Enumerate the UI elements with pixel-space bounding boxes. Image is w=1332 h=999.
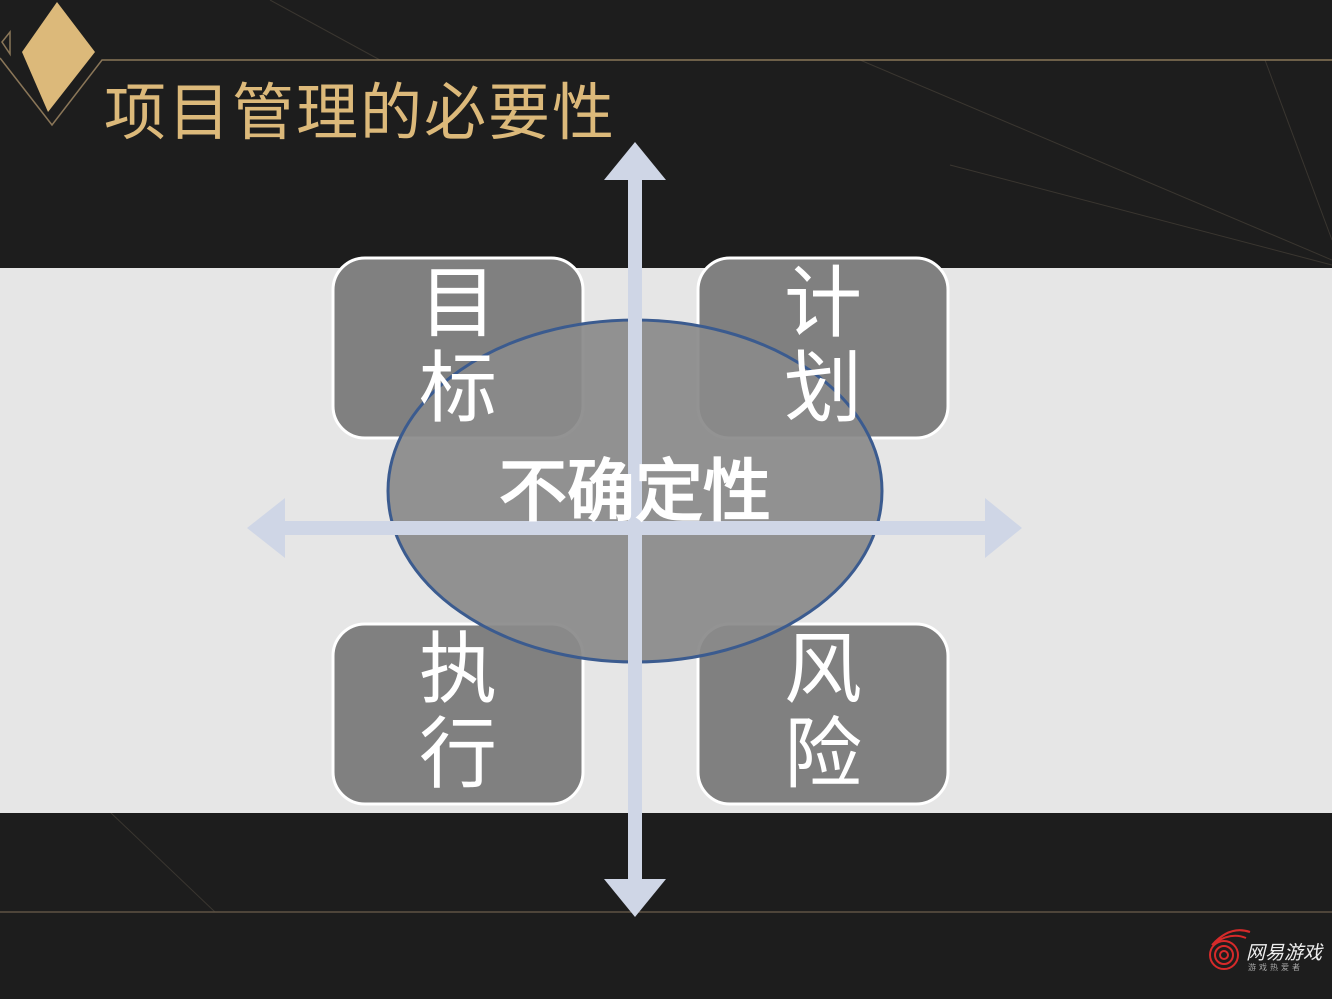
axes	[247, 142, 1022, 917]
quadrant-label: 目	[419, 259, 497, 349]
background-decoration	[109, 0, 1332, 913]
header-line	[0, 57, 1332, 127]
arrow-left-icon	[247, 498, 285, 558]
quadrant-execution: 执 行	[331, 622, 585, 806]
quadrant-label: 行	[419, 710, 497, 800]
small-triangle-icon	[1, 29, 11, 57]
quadrant-label: 风	[784, 625, 862, 715]
logo-name: 网易游戏	[1246, 942, 1323, 964]
slide-title: 项目管理的必要性	[104, 76, 617, 149]
quadrant-label: 执	[419, 625, 497, 715]
quadrant-label: 划	[784, 344, 862, 434]
arrow-up-icon	[604, 142, 666, 180]
arrow-right-icon	[985, 498, 1022, 558]
arrow-down-icon	[604, 879, 666, 917]
center-label: 不确定性	[499, 453, 771, 532]
quadrant-label: 险	[784, 710, 862, 800]
horizontal-axis	[280, 521, 990, 535]
quadrant-risk: 风 险	[696, 622, 950, 806]
logo-tagline: 游戏热爱者	[1248, 963, 1303, 972]
netease-logo-icon	[1209, 929, 1251, 970]
quadrant-label: 标	[419, 344, 497, 434]
quadrant-label: 计	[784, 259, 862, 349]
gold-diamond-icon	[22, 2, 95, 112]
